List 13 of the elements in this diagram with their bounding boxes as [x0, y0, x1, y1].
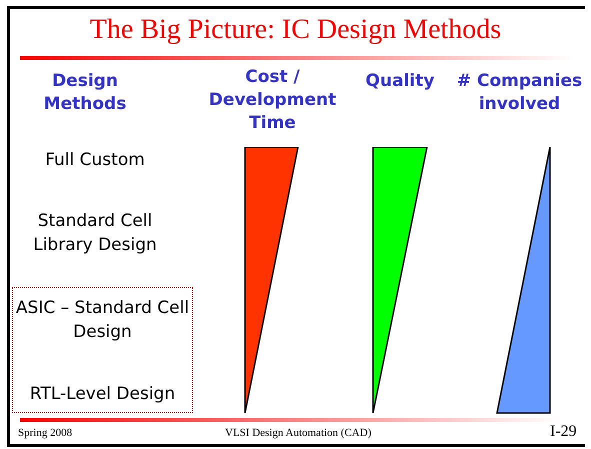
method-name: ASIC – Standard Cell Design — [14, 297, 190, 344]
method-name: Standard Cell Library Design — [32, 210, 158, 257]
column-header: Quality — [364, 70, 436, 93]
dotted-group-box — [12, 287, 193, 413]
column-header: Cost / Development Time — [208, 66, 338, 135]
page-number: I-29 — [550, 423, 577, 441]
method-name: Full Custom — [44, 149, 146, 172]
column-header: # Companies involved — [456, 70, 584, 116]
column-header: Design Methods — [42, 70, 128, 116]
footer-text: VLSI Design Automation (CAD) — [225, 427, 372, 440]
slide-title: The Big Picture: IC Design Methods — [88, 14, 502, 46]
method-name: RTL-Level Design — [28, 383, 176, 406]
footer-text: Spring 2008 — [18, 427, 72, 440]
